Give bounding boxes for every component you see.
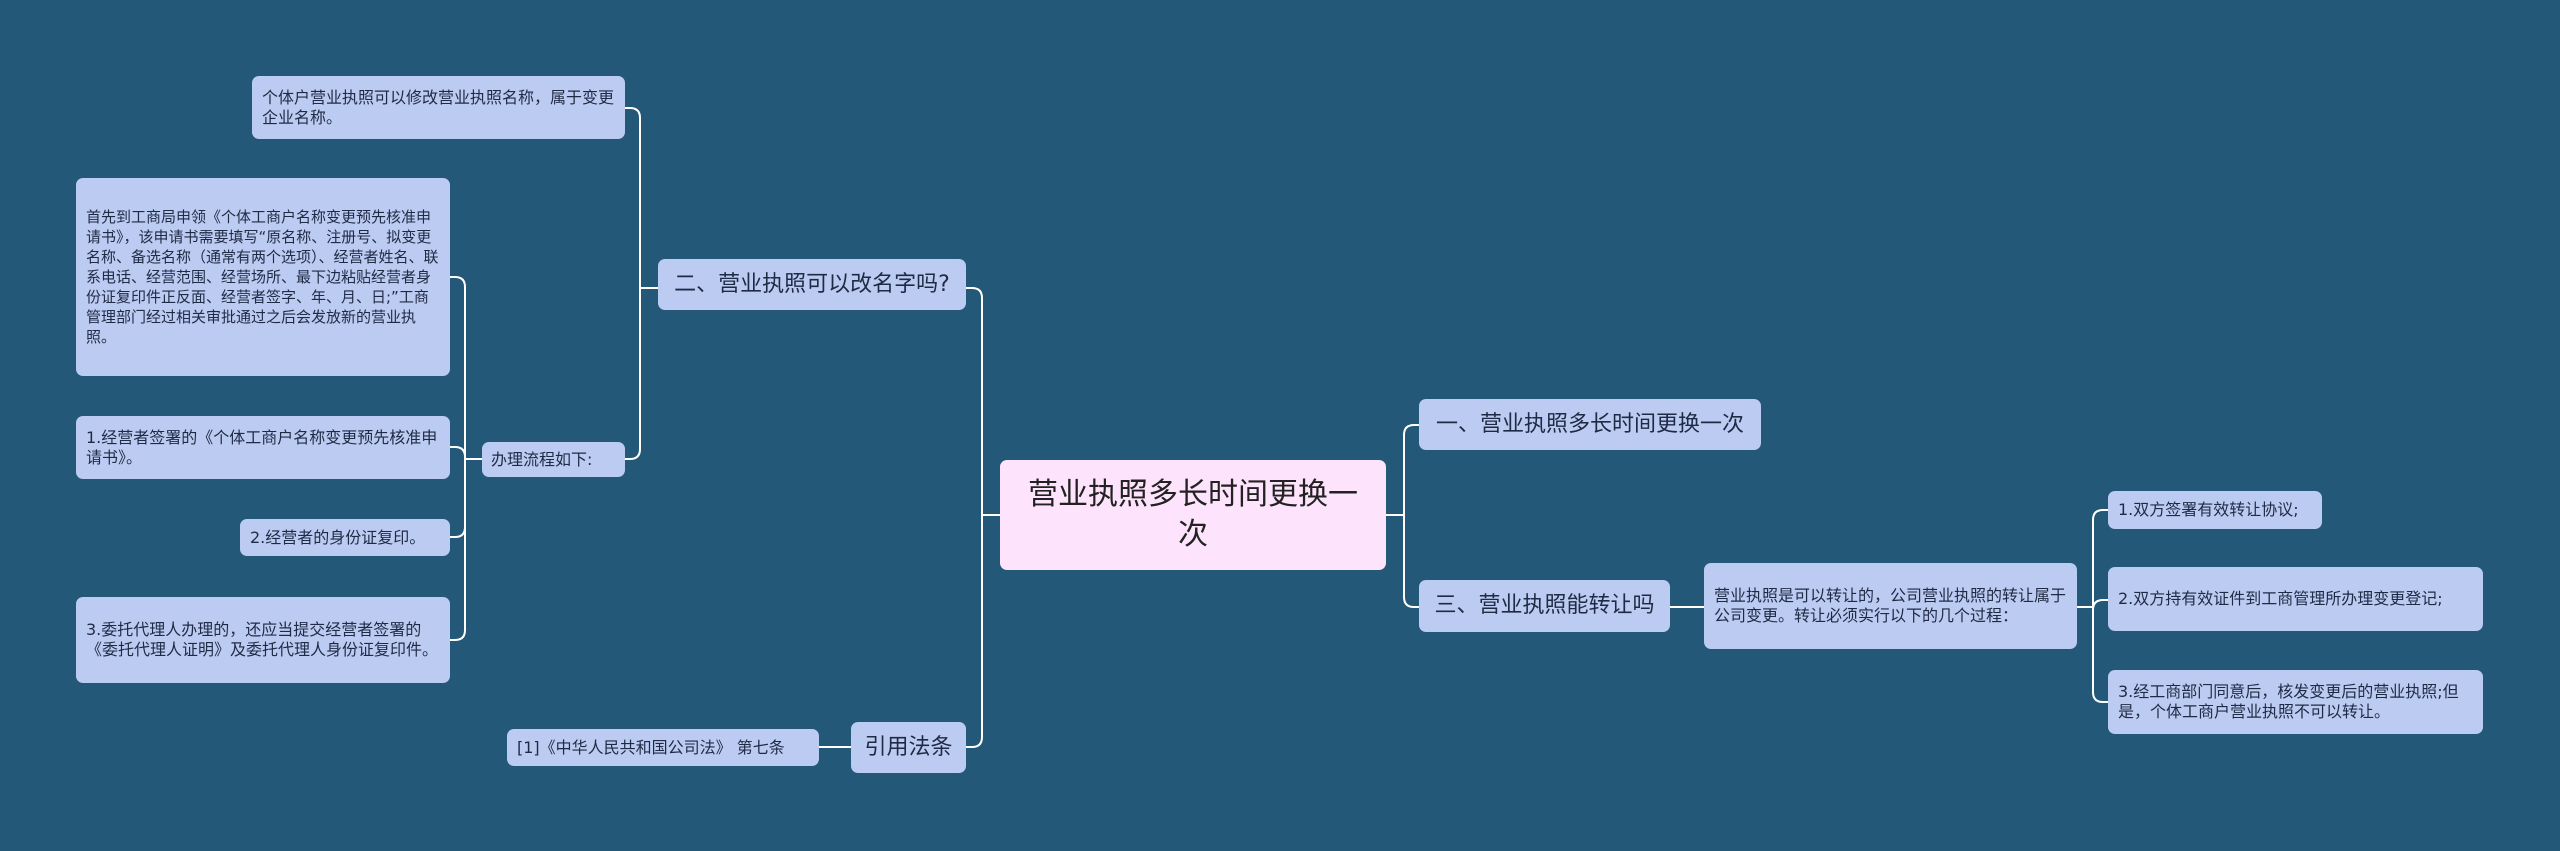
transfer-step-2-text: 2.双方持有效证件到工商管理所办理变更登记;	[2118, 589, 2443, 608]
transfer-step-1[interactable]: 1.双方签署有效转让协议;	[2108, 491, 2322, 529]
process-step-1-text: 1.经营者签署的《个体工商户名称变更预先核准申请书》。	[86, 427, 438, 467]
citation-reference[interactable]: [1]《中华人民共和国公司法》 第七条	[507, 729, 819, 766]
process-topic-label: 办理流程如下:	[491, 449, 593, 469]
transfer-answer-text: 营业执照是可以转让的，公司营业执照的转让属于公司变更。转让必须实行以下的几个过程…	[1714, 586, 2067, 625]
topic-citation-label: 引用法条	[864, 734, 953, 760]
transfer-step-3[interactable]: 3.经工商部门同意后，核发变更后的营业执照;但是，个体工商户营业执照不可以转让。	[2108, 670, 2483, 734]
process-step-3[interactable]: 3.委托代理人办理的，还应当提交经营者签署的《委托代理人证明》及委托代理人身份证…	[76, 597, 450, 683]
process-topic[interactable]: 办理流程如下:	[482, 442, 625, 477]
process-detail-text: 首先到工商局申领《个体工商户名称变更预先核准申请书》，该申请书需要填写“原名称、…	[86, 208, 439, 346]
root-topic[interactable]: 营业执照多长时间更换一次	[1000, 460, 1386, 570]
transfer-step-2[interactable]: 2.双方持有效证件到工商管理所办理变更登记;	[2108, 567, 2483, 631]
process-step-2[interactable]: 2.经营者的身份证复印。	[240, 519, 450, 556]
topic-transferable-label: 三、营业执照能转让吗	[1434, 593, 1655, 618]
rename-answer-text: 个体户营业执照可以修改营业执照名称，属于变更企业名称。	[262, 87, 615, 127]
process-step-2-text: 2.经营者的身份证复印。	[250, 527, 426, 547]
root-topic-label: 营业执照多长时间更换一次	[1028, 477, 1358, 552]
topic-can-rename-label: 二、营业执照可以改名字吗?	[674, 271, 950, 297]
topic-renewal-interval-label: 一、营业执照多长时间更换一次	[1435, 411, 1744, 437]
topic-transferable[interactable]: 三、营业执照能转让吗	[1419, 580, 1670, 632]
transfer-answer-note[interactable]: 营业执照是可以转让的，公司营业执照的转让属于公司变更。转让必须实行以下的几个过程…	[1704, 563, 2077, 649]
transfer-step-3-text: 3.经工商部门同意后，核发变更后的营业执照;但是，个体工商户营业执照不可以转让。	[2118, 682, 2459, 721]
process-detail-note[interactable]: 首先到工商局申领《个体工商户名称变更预先核准申请书》，该申请书需要填写“原名称、…	[76, 178, 450, 376]
topic-can-rename[interactable]: 二、营业执照可以改名字吗?	[658, 259, 966, 310]
citation-reference-text: [1]《中华人民共和国公司法》 第七条	[517, 737, 785, 757]
process-step-1[interactable]: 1.经营者签署的《个体工商户名称变更预先核准申请书》。	[76, 416, 450, 479]
topic-renewal-interval[interactable]: 一、营业执照多长时间更换一次	[1419, 399, 1761, 450]
topic-citation[interactable]: 引用法条	[851, 722, 966, 773]
transfer-step-1-text: 1.双方签署有效转让协议;	[2118, 500, 2299, 519]
process-step-3-text: 3.委托代理人办理的，还应当提交经营者签署的《委托代理人证明》及委托代理人身份证…	[86, 620, 439, 659]
rename-answer-note[interactable]: 个体户营业执照可以修改营业执照名称，属于变更企业名称。	[252, 76, 625, 139]
